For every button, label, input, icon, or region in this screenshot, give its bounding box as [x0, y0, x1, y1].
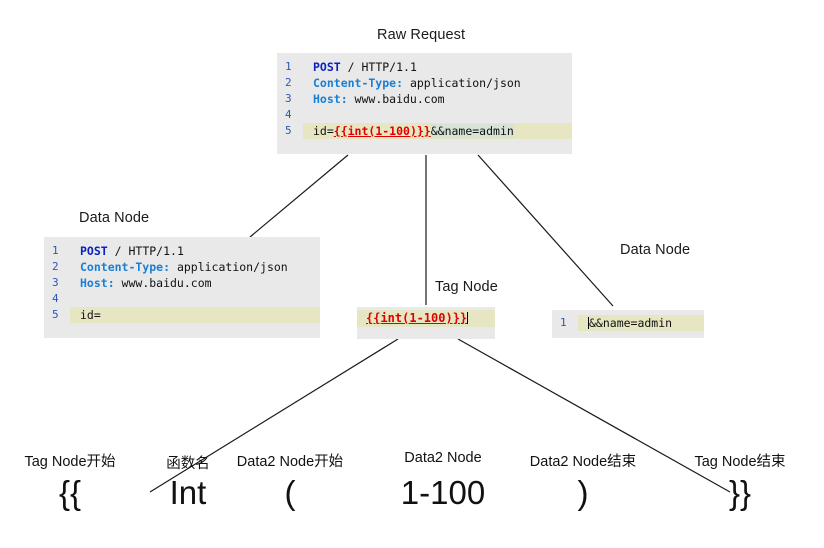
token-glyph-2: ( [284, 474, 296, 511]
line-number: 2 [52, 260, 59, 273]
line-content: id= [70, 307, 320, 323]
token-hdr: Content-Type: [313, 76, 404, 90]
token-plain: www.baidu.com [347, 92, 445, 106]
token-plain: / HTTP/1.1 [107, 244, 184, 258]
data-node-right-code-block[interactable]: 1 &&name=admin [552, 310, 704, 338]
raw-request-caption: Raw Request [377, 27, 466, 43]
tag-node-caption: Tag Node [435, 279, 498, 295]
table-row: 1 POST / HTTP/1.1 [44, 243, 320, 259]
token-label-0: Tag Node开始 [24, 454, 116, 470]
token-kw: POST [80, 244, 108, 258]
text-caret [467, 312, 469, 324]
token-label-4: Data2 Node结束 [529, 454, 637, 470]
token-glyph-3: 1-100 [400, 474, 486, 511]
line-number: 1 [285, 60, 292, 73]
token-plain: id= [80, 308, 101, 322]
table-row: 3 Host: www.baidu.com [277, 91, 572, 107]
line-raw-to-data-node-right [477, 154, 614, 307]
token-glyph-1: Int [169, 474, 207, 511]
table-row: 5 id= [44, 307, 320, 323]
line-content: &&name=admin [578, 315, 704, 331]
line-number: 3 [285, 92, 292, 105]
line-content: Content-Type: application/json [70, 259, 320, 275]
token-hdr: Content-Type: [80, 260, 171, 274]
token-label-5: Tag Node结束 [694, 454, 786, 470]
table-row: 1 POST / HTTP/1.1 [277, 59, 572, 75]
line-number: 1 [560, 316, 567, 329]
table-row: 1 &&name=admin [552, 315, 704, 331]
line-number: 5 [52, 308, 59, 321]
tag-node-code-block[interactable]: {{int(1-100)}} [357, 307, 495, 339]
token-glyph-5: }} [728, 474, 752, 511]
token-hdr: Host: [313, 92, 348, 106]
line-content: POST / HTTP/1.1 [70, 243, 320, 259]
table-row: 3 Host: www.baidu.com [44, 275, 320, 291]
line-number: 5 [285, 124, 292, 137]
token-hdr: Host: [80, 276, 115, 290]
line-content [70, 291, 320, 307]
line-text: &&name=admin [589, 316, 673, 330]
token-glyph-0: {{ [58, 474, 82, 511]
data-node-right-caption: Data Node [620, 242, 691, 258]
token-plain: / HTTP/1.1 [340, 60, 417, 74]
token-plain: application/json [403, 76, 521, 90]
line-raw-to-data-node-left [249, 154, 349, 238]
table-row: 4 [277, 107, 572, 123]
token-tagtok: {{int(1-100)}} [333, 124, 431, 138]
line-number: 2 [285, 76, 292, 89]
line-number: 1 [52, 244, 59, 257]
line-content [303, 107, 572, 123]
line-content: id={{int(1-100)}}&&name=admin [303, 123, 572, 139]
raw-request-code-block[interactable]: 1 POST / HTTP/1.1 2 Content-Type: applicati… [277, 53, 572, 154]
line-content: POST / HTTP/1.1 [303, 59, 572, 75]
token-label-1: 函数名 [166, 456, 210, 472]
line-number: 4 [52, 292, 59, 305]
table-row: 2 Content-Type: application/json [44, 259, 320, 275]
tag-node-token: {{int(1-100)}} [366, 311, 468, 325]
table-row: 4 [44, 291, 320, 307]
data-node-left-caption: Data Node [79, 210, 150, 226]
tag-node-line: {{int(1-100)}} [357, 310, 495, 327]
data-node-left-code-block[interactable]: 1 POST / HTTP/1.1 2 Content-Type: applicati… [44, 237, 320, 338]
token-label-2: Data2 Node开始 [236, 454, 344, 470]
table-row: 5 id={{int(1-100)}}&&name=admin [277, 123, 572, 139]
line-number: 3 [52, 276, 59, 289]
token-label-3: Data2 Node [404, 450, 482, 466]
token-plain: id= [313, 124, 334, 138]
line-content: Host: www.baidu.com [70, 275, 320, 291]
token-sel: &&name=admin [430, 124, 514, 138]
table-row: 2 Content-Type: application/json [277, 75, 572, 91]
token-glyph-4: ) [577, 474, 589, 511]
line-number: 4 [285, 108, 292, 121]
line-content: Content-Type: application/json [303, 75, 572, 91]
token-plain: www.baidu.com [114, 276, 212, 290]
text-caret [588, 317, 589, 329]
token-kw: POST [313, 60, 341, 74]
token-plain: application/json [170, 260, 288, 274]
line-content: Host: www.baidu.com [303, 91, 572, 107]
